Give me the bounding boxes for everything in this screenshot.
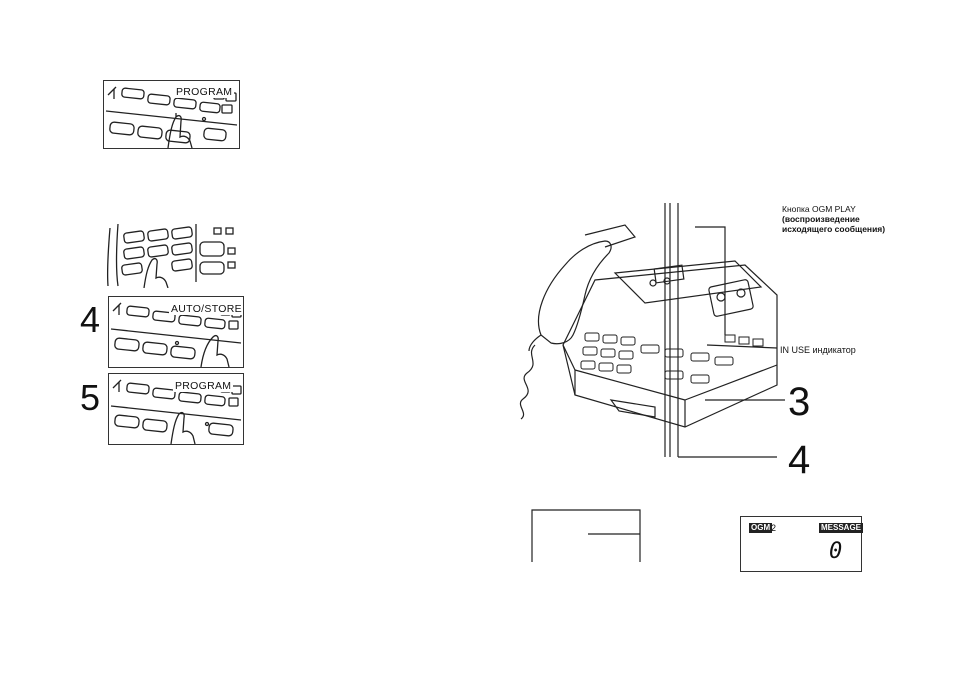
- callout-number-3: 3: [788, 382, 810, 422]
- ogm-badge: OGM: [749, 523, 772, 533]
- callout-number-4: 4: [788, 440, 810, 480]
- numeric-keypad-drawing: [104, 222, 239, 288]
- keypad-illustration-program-top: PROGRAM: [103, 80, 240, 149]
- keypad-illustration-program-bottom: PROGRAM: [108, 373, 244, 445]
- ogm-play-callout-line2: (воспроизведение: [782, 214, 860, 224]
- program-key-label: PROGRAM: [174, 86, 234, 98]
- step-number-4: 4: [80, 302, 100, 338]
- ogm-play-callout-line3: исходящего сообщения): [782, 224, 885, 234]
- keypad-illustration-auto-store: AUTO/STORE: [108, 296, 244, 368]
- message-badge: MESSAGE: [819, 523, 863, 533]
- message-count: 0: [829, 541, 842, 563]
- lcd-display: OGM 2 MESSAGE 0: [740, 516, 862, 572]
- ogm-value: 2: [771, 523, 776, 533]
- in-use-indicator-callout: IN USE индикатор: [780, 345, 856, 355]
- auto-store-key-label: AUTO/STORE: [169, 303, 244, 315]
- ogm-play-callout-line1: Кнопка OGM PLAY: [782, 204, 856, 214]
- bracket-diagram: [528, 506, 648, 562]
- program-key-label-bottom: PROGRAM: [173, 380, 233, 392]
- keypad-illustration-numeric: [104, 222, 239, 288]
- step-number-5: 5: [80, 380, 100, 416]
